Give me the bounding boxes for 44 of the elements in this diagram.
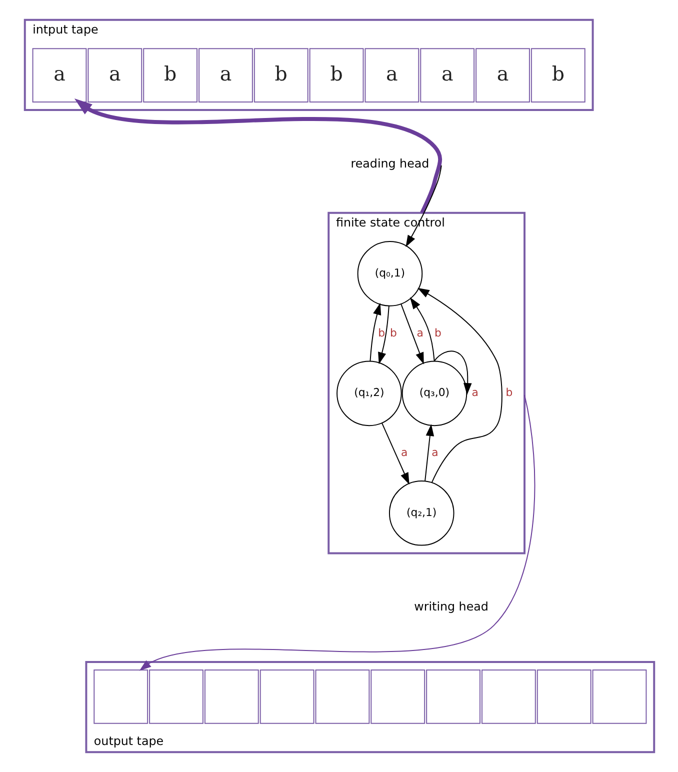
node-circle: (q₂,1) <box>388 480 454 546</box>
arrow <box>138 394 535 671</box>
arrow <box>74 98 442 214</box>
node-box: a <box>420 48 474 103</box>
node-box <box>204 669 258 724</box>
edge-label: a <box>431 446 438 460</box>
node-box: a <box>475 48 530 103</box>
node-box: a <box>198 48 252 103</box>
node-box: b <box>142 48 198 103</box>
edge-label: a <box>471 386 478 400</box>
node-circle: (q₀,1) <box>356 241 422 306</box>
node-box: b <box>308 48 364 103</box>
edge-label: b <box>389 326 396 340</box>
label: writing head <box>414 600 488 614</box>
node-box: a <box>364 48 419 103</box>
edge-label: b <box>434 326 441 340</box>
edge-label: a <box>400 446 408 460</box>
node-box <box>370 669 425 724</box>
edge-label: a <box>416 326 423 340</box>
edge-label: b <box>378 326 384 340</box>
label: reading head <box>350 156 429 170</box>
node-box <box>536 669 591 724</box>
node-box <box>259 669 314 724</box>
node-box: b <box>253 48 308 103</box>
arrow <box>417 288 502 484</box>
node-box <box>148 669 203 724</box>
node-box <box>592 669 646 724</box>
node-box <box>426 669 480 724</box>
arrow <box>424 424 434 482</box>
node-box: b <box>530 48 585 103</box>
node-circle: (q₃,0) <box>401 360 467 426</box>
arrow <box>381 422 409 485</box>
node-box: a <box>32 48 86 103</box>
arrow <box>369 302 381 362</box>
edge-label: b <box>505 386 512 400</box>
node-box: a <box>87 48 142 103</box>
node-box <box>93 669 148 724</box>
arrow <box>400 304 424 364</box>
arrow <box>409 297 434 362</box>
node-box <box>314 669 370 724</box>
arrow <box>378 305 389 364</box>
node-circle: (q₁,2) <box>336 360 402 426</box>
arrow <box>433 350 472 395</box>
node-box <box>480 669 536 724</box>
